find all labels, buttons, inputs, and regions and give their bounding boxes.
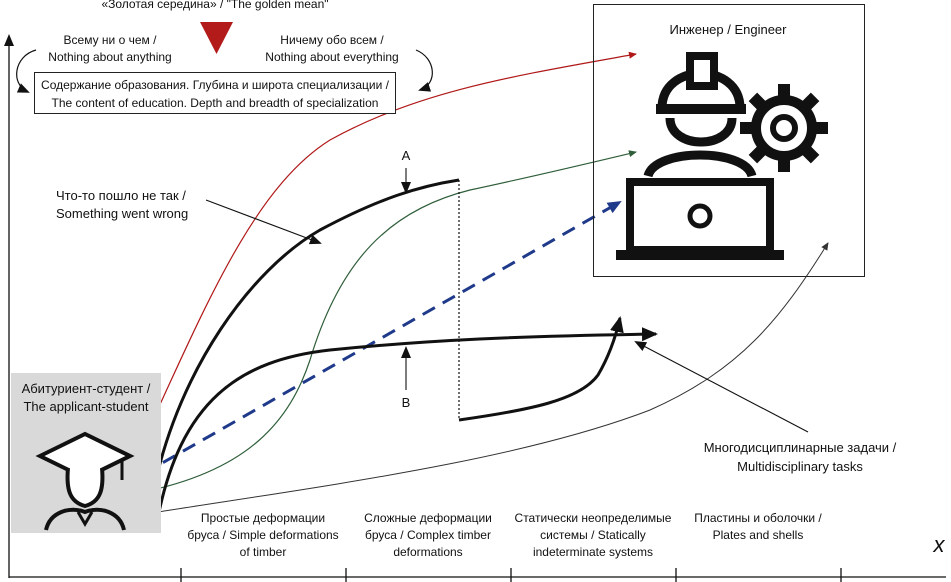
- point-b-label: B: [401, 395, 411, 410]
- applicant-panel: [11, 373, 161, 533]
- lower-thin-curve: [157, 242, 829, 513]
- content-box-line2: The content of education. Depth and brea…: [51, 96, 379, 110]
- golden-mean-label: «Золотая середина» / "The golden mean": [101, 0, 329, 11]
- right-extreme-line1: Ничему обо всем /: [280, 33, 384, 47]
- curve-a: [153, 178, 460, 485]
- multi-label-line2: Multidisciplinary tasks: [737, 459, 863, 474]
- engineer-label: Инженер / Engineer: [669, 22, 787, 37]
- laptop-icon: [616, 178, 784, 260]
- curve-b: [155, 327, 658, 523]
- multi-pointer: [634, 341, 809, 433]
- left-extreme-line1: Всему ни о чем /: [63, 33, 157, 47]
- red-curve: [137, 51, 637, 453]
- applicant-label-line1: Абитуриент-студент /: [21, 381, 151, 396]
- multi-label-line1: Многодисциплинарные задачи /: [703, 440, 897, 455]
- stage-2-line2: бруса / Complex timber: [365, 528, 491, 542]
- x-axis-label: x: [933, 532, 945, 557]
- curve-a-continuation: [458, 316, 624, 422]
- stage-2-line1: Сложные деформации: [364, 511, 492, 525]
- stage-2-line3: deformations: [393, 545, 463, 559]
- stage-4-line1: Пластины и оболочки /: [694, 511, 822, 525]
- wrong-label-line1: Что-то пошло не так /: [56, 188, 186, 203]
- point-a-label: A: [401, 148, 411, 163]
- wrong-label-line2: Something went wrong: [56, 206, 189, 221]
- stage-3-line2: системы / Statically: [540, 528, 646, 542]
- engineer-frame: [593, 4, 865, 277]
- stage-3-line3: indeterminate systems: [532, 545, 654, 559]
- left-extreme-line2: Nothing about anything: [48, 50, 172, 64]
- stage-1-line2: бруса / Simple deformations: [187, 528, 339, 542]
- right-extreme-line2: Nothing about everything: [265, 50, 399, 64]
- left-curved-arrow: [16, 49, 37, 93]
- stage-1-line1: Простые деформации: [200, 511, 326, 525]
- right-curved-arrow: [415, 49, 433, 92]
- content-box-line1: Содержание образования. Глубина и широта…: [41, 78, 389, 92]
- stage-4-line2: Plates and shells: [712, 528, 804, 542]
- green-curve: [142, 150, 637, 493]
- content-box: Содержание образования. Глубина и широта…: [34, 72, 396, 114]
- gear-icon: [740, 84, 828, 172]
- wrong-pointer: [205, 199, 322, 245]
- applicant-label-line2: The applicant-student: [23, 399, 149, 414]
- stage-3-line1: Статически неопределимые: [514, 511, 672, 525]
- golden-mean-triangle: [200, 22, 233, 54]
- engineer-hardhat-icon: [643, 52, 757, 178]
- stage-1-line3: of timber: [239, 545, 287, 559]
